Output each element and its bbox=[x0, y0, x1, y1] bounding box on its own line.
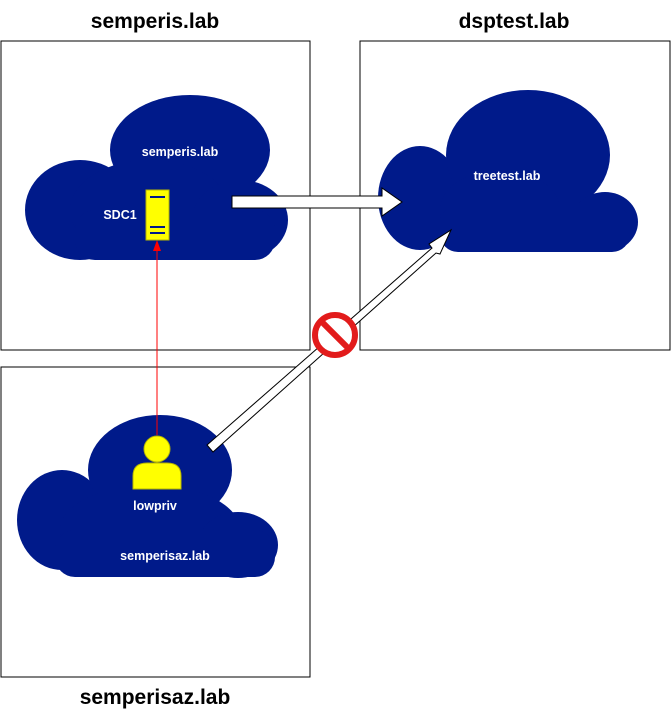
cloud-semperis bbox=[25, 95, 288, 260]
cloud-label-semperisaz: semperisaz.lab bbox=[120, 549, 210, 563]
auth-link-arrowhead bbox=[153, 240, 161, 251]
server-label-sdc1: SDC1 bbox=[103, 208, 136, 222]
title-dsptest: dsptest.lab bbox=[459, 10, 570, 33]
box-semperisaz bbox=[0, 366, 311, 678]
cloud-label-treetest: treetest.lab bbox=[474, 169, 541, 183]
server-icon bbox=[145, 189, 170, 241]
cloud-label-semperis: semperis.lab bbox=[142, 145, 219, 159]
trust-arrow bbox=[231, 187, 403, 217]
cloud-semperisaz bbox=[17, 415, 278, 578]
cloud-treetest bbox=[378, 90, 638, 252]
user-label-lowpriv: lowpriv bbox=[133, 499, 177, 513]
title-semperis: semperis.lab bbox=[91, 10, 219, 33]
title-semperisaz: semperisaz.lab bbox=[80, 686, 231, 709]
no-entry-icon bbox=[312, 312, 358, 358]
user-icon bbox=[132, 435, 182, 490]
